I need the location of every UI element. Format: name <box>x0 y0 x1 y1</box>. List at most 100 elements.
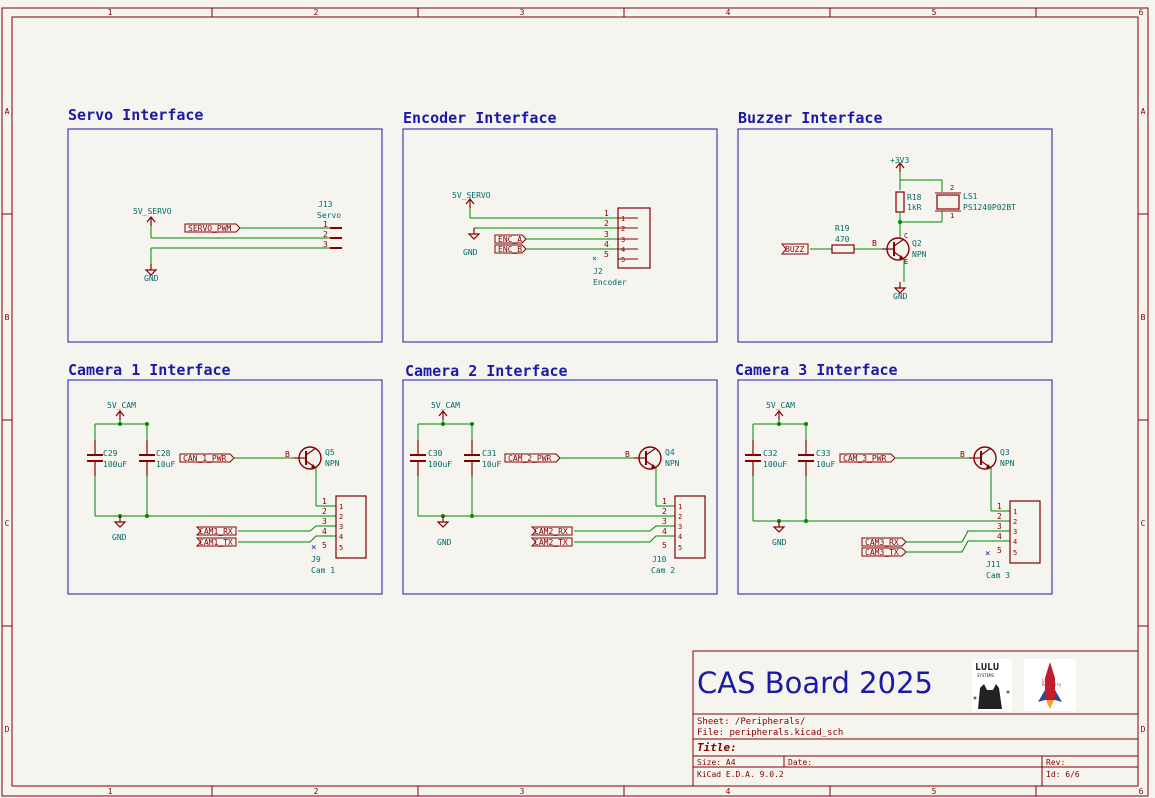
gnd-label: GND <box>463 248 478 257</box>
row-label: A <box>5 107 10 116</box>
sheet-id: Id: 6/6 <box>1046 770 1080 779</box>
col-label: 6 <box>1139 787 1144 796</box>
value-label: 100uF <box>428 460 452 469</box>
file-name: File: peripherals.kicad_sch <box>697 728 843 738</box>
ref-label: J10 <box>652 555 667 564</box>
value-label: 10uF <box>156 460 175 469</box>
pin-number: 1 <box>604 209 609 218</box>
pin-number: 5 <box>997 546 1002 555</box>
power-label: 5V_CAM <box>107 401 136 410</box>
pin-number: 3 <box>323 240 328 249</box>
col-label: 3 <box>520 787 525 796</box>
col-label: 1 <box>108 787 113 796</box>
sheet-name: Sheet: /Peripherals/ <box>697 717 805 727</box>
pin-label: E <box>904 258 908 266</box>
block-title: Camera 2 Interface <box>405 362 568 380</box>
ref-label: Q2 <box>912 239 922 248</box>
net-label: CAM2_RX <box>534 527 568 536</box>
row-label: D <box>1141 725 1146 734</box>
value-label: 10uF <box>482 460 501 469</box>
logo-text: Lulu <box>1042 678 1052 683</box>
nc-marker: × <box>985 549 990 559</box>
pin-number: 5 <box>1013 549 1017 557</box>
ref-label: R18 <box>907 193 922 202</box>
pin-number: 1 <box>997 502 1002 511</box>
pin-number: 3 <box>322 517 327 526</box>
border-labels: 1 2 3 4 5 6 1 2 3 4 5 6 A B C D A B C D <box>5 8 1146 796</box>
net-label: CAM1_TX <box>199 538 233 547</box>
pin-number: 3 <box>604 230 609 239</box>
block-title: Encoder Interface <box>403 109 557 127</box>
gnd-label: GND <box>112 533 127 542</box>
value-label: 100uF <box>763 460 787 469</box>
ref-label: C31 <box>482 449 497 458</box>
row-label: D <box>5 725 10 734</box>
ref-label: C30 <box>428 449 443 458</box>
block-title: Servo Interface <box>68 106 203 124</box>
pin-number: 4 <box>621 246 625 254</box>
net-label: SERVO_PWM <box>188 224 232 233</box>
pin-number: 4 <box>322 527 327 536</box>
pin-label: B <box>625 450 630 459</box>
row-label: B <box>5 313 10 322</box>
pin-number: 5 <box>604 250 609 259</box>
pin-number: 2 <box>604 219 609 228</box>
pin-number: 2 <box>678 513 682 521</box>
block-title: Buzzer Interface <box>738 109 883 127</box>
pin-number: 3 <box>339 523 343 531</box>
col-label: 4 <box>726 787 731 796</box>
camera-2-block: Camera 2 Interface 5V_CAM C30 100uF C31 … <box>402 362 718 595</box>
ref-label: C28 <box>156 449 171 458</box>
logo-text: Rocketry <box>1042 682 1062 687</box>
value-label: 100uF <box>103 460 127 469</box>
pin-number: 4 <box>604 240 609 249</box>
gnd-label: GND <box>144 274 159 283</box>
title-label: Title: <box>697 741 737 754</box>
date-label: Date: <box>788 758 812 767</box>
power-label: 5V_CAM <box>431 401 460 410</box>
gnd-label: GND <box>893 292 908 301</box>
ref-label: Q3 <box>1000 448 1010 457</box>
pin-number: 1 <box>621 215 625 223</box>
row-label: A <box>1141 107 1146 116</box>
net-label: ENC_A <box>498 235 522 244</box>
pin-number: 3 <box>662 517 667 526</box>
pin-number: 1 <box>339 503 343 511</box>
pin-label: B <box>960 450 965 459</box>
pin-number: 3 <box>678 523 682 531</box>
col-label: 2 <box>314 787 319 796</box>
row-label: C <box>1141 519 1146 528</box>
logo-text: SYSTEMS <box>977 673 994 678</box>
pin-number: 2 <box>997 512 1002 521</box>
value-label: NPN <box>325 459 340 468</box>
ref-label: J9 <box>311 555 321 564</box>
buzzer-block: Buzzer Interface +3V3 R18 1kR 2 1 LS1 PS… <box>737 109 1053 343</box>
col-label: 3 <box>520 8 525 17</box>
value-label: 1kR <box>907 203 922 212</box>
col-label: 2 <box>314 8 319 17</box>
lulu-rocketry-logo: Lulu Rocketry <box>1024 659 1076 711</box>
pin-number: 2 <box>621 225 625 233</box>
power-label: 5V_SERVO <box>133 207 172 216</box>
power-label: 5V_SERVO <box>452 191 491 200</box>
value-label: 10uF <box>816 460 835 469</box>
net-label: CAM3_RX <box>865 538 899 547</box>
ref-label: R19 <box>835 224 850 233</box>
ref-label: Q5 <box>325 448 335 457</box>
row-label: B <box>1141 313 1146 322</box>
nc-marker: × <box>592 254 597 263</box>
value-label: Cam 2 <box>651 566 675 575</box>
net-label: CAM3_TX <box>865 548 899 557</box>
pin-number: 1 <box>322 497 327 506</box>
pin-number: 4 <box>997 532 1002 541</box>
nc-marker: × <box>311 543 316 553</box>
gnd-label: GND <box>437 538 452 547</box>
value-label: NPN <box>1000 459 1015 468</box>
pin-number: 2 <box>339 513 343 521</box>
pin-number: 4 <box>678 533 682 541</box>
net-label: CAM2_TX <box>534 538 568 547</box>
pin-number: 1 <box>678 503 682 511</box>
row-label: C <box>5 519 10 528</box>
ref-label: C32 <box>763 449 778 458</box>
